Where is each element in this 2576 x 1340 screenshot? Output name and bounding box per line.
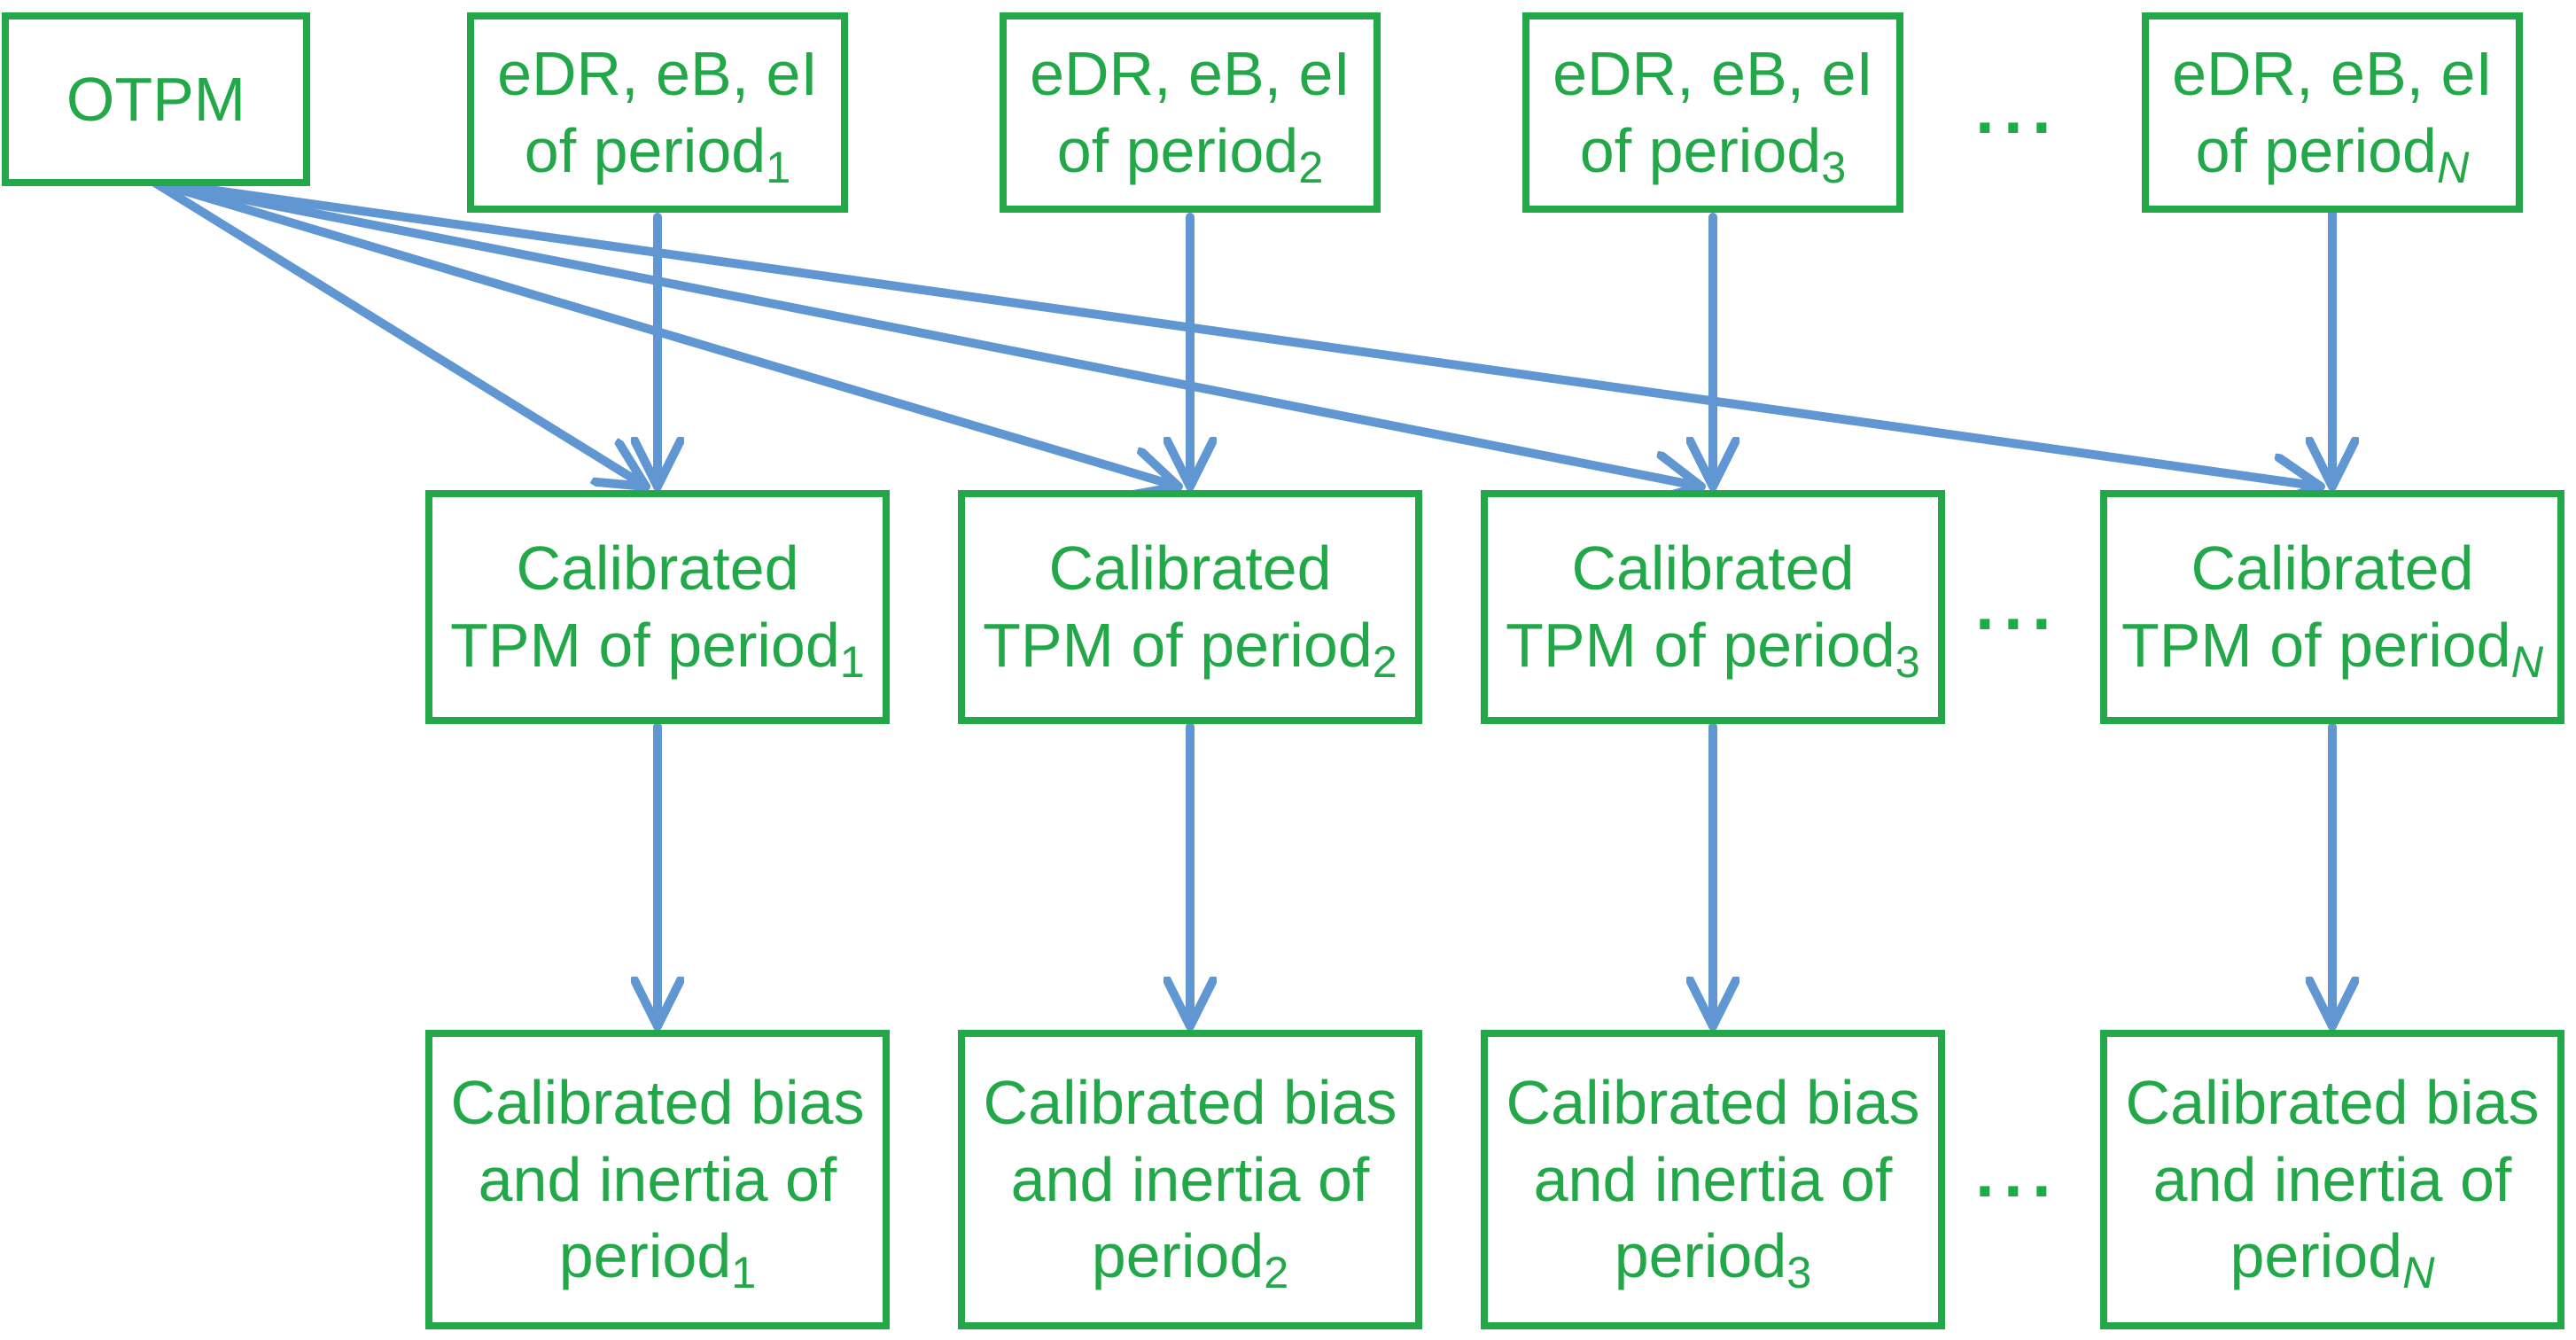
arrow-otpm-to-tpm-1 — [149, 177, 646, 487]
output3-subscript: 3 — [1786, 1247, 1812, 1298]
tpm1-line1: Calibrated — [516, 534, 799, 604]
tpmN-subscript: N — [2510, 636, 2543, 688]
arrow-otpm-to-tpm-3 — [149, 177, 1701, 487]
outputN-line3: period — [2230, 1221, 2403, 1291]
tpmN-line2: TPM of period — [2121, 611, 2511, 680]
inputs1-subscript: 1 — [766, 142, 791, 193]
inputs2-line1: eDR, eB, eI — [1030, 39, 1350, 109]
outputN-line1: Calibrated bias — [2125, 1067, 2540, 1137]
tpm3-line1: Calibrated — [1571, 534, 1855, 604]
box-tpm-period2: Calibrated TPM of period2 — [958, 490, 1422, 724]
output3-line2: and inertia of — [1533, 1144, 1893, 1214]
outputN-line2: and inertia of — [2152, 1144, 2512, 1214]
box-inputs-period3: eDR, eB, eI of period3 — [1522, 12, 1903, 213]
box-inputs-periodN: eDR, eB, eI of periodN — [2142, 12, 2523, 213]
inputsN-line1: eDR, eB, eI — [2172, 39, 2493, 109]
tpmN-line1: Calibrated — [2191, 534, 2474, 604]
inputs2-line2: of period — [1056, 116, 1299, 185]
box-inputs-period1: eDR, eB, eI of period1 — [467, 12, 848, 213]
inputsN-line2: of period — [2195, 116, 2437, 185]
tpm2-subscript: 2 — [1372, 636, 1397, 688]
output1-subscript: 1 — [731, 1247, 757, 1298]
output1-line2: and inertia of — [478, 1144, 837, 1214]
tpm2-line2: TPM of period — [983, 611, 1373, 680]
tpm2-line1: Calibrated — [1048, 534, 1332, 604]
box-output-period2: Calibrated bias and inertia of period2 — [958, 1030, 1422, 1329]
box-tpm-period1: Calibrated TPM of period1 — [425, 490, 890, 724]
tpm3-line2: TPM of period — [1506, 611, 1895, 680]
inputs1-line2: of period — [524, 116, 767, 185]
box-output-period3: Calibrated bias and inertia of period3 — [1481, 1030, 1945, 1329]
inputs1-line1: eDR, eB, eI — [497, 39, 818, 109]
otpm-label: OTPM — [66, 64, 246, 134]
box-output-periodN: Calibrated bias and inertia of periodN — [2100, 1030, 2564, 1329]
inputsN-subscript: N — [2437, 142, 2470, 193]
arrow-otpm-to-tpm-2 — [149, 177, 1179, 487]
output2-line2: and inertia of — [1010, 1144, 1370, 1214]
outputN-subscript: N — [2402, 1247, 2435, 1298]
inputs3-line2: of period — [1579, 116, 1822, 185]
inputs2-subscript: 2 — [1298, 142, 1324, 193]
box-output-period1: Calibrated bias and inertia of period1 — [425, 1030, 890, 1329]
output1-line3: period — [558, 1221, 732, 1291]
inputs3-line1: eDR, eB, eI — [1553, 39, 1873, 109]
tpm3-subscript: 3 — [1895, 636, 1920, 688]
ellipsis-middle-row: ··· — [1975, 584, 2060, 662]
output1-line1: Calibrated bias — [450, 1067, 865, 1137]
inputs3-subscript: 3 — [1821, 142, 1847, 193]
output3-line3: period — [1614, 1221, 1787, 1291]
box-tpm-period3: Calibrated TPM of period3 — [1481, 490, 1945, 724]
box-otpm: OTPM — [2, 12, 310, 186]
tpm1-subscript: 1 — [839, 636, 865, 688]
ellipsis-top-row: ··· — [1975, 88, 2060, 166]
output2-subscript: 2 — [1264, 1247, 1289, 1298]
output3-line1: Calibrated bias — [1506, 1067, 1920, 1137]
tpm1-line2: TPM of period — [450, 611, 840, 680]
output2-line1: Calibrated bias — [983, 1067, 1397, 1137]
arrow-otpm-to-tpm-N — [149, 177, 2321, 487]
box-tpm-periodN: Calibrated TPM of periodN — [2100, 490, 2564, 724]
box-inputs-period2: eDR, eB, eI of period2 — [1000, 12, 1381, 213]
ellipsis-bottom-row: ··· — [1975, 1151, 2060, 1229]
output2-line3: period — [1091, 1221, 1265, 1291]
